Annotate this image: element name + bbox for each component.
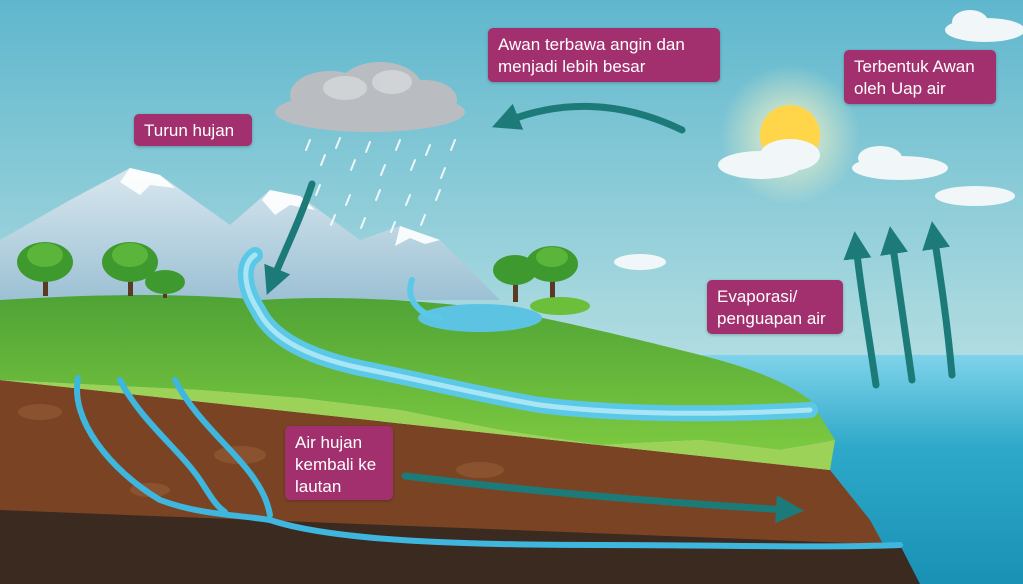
rain-arrow xyxy=(264,180,316,295)
arrow-icon xyxy=(264,102,956,524)
evaporation-arrow-1 xyxy=(843,231,880,389)
evaporation-arrow-3 xyxy=(922,221,956,379)
groundwater-channels xyxy=(73,375,903,550)
river-highlight xyxy=(243,252,813,416)
sun-icon xyxy=(720,65,860,205)
tree-icon xyxy=(17,242,590,315)
evaporation-label: Evaporasi/ penguapan air xyxy=(707,280,843,334)
evaporation-arrow-2 xyxy=(880,226,916,384)
cloud-formation-label: Terbentuk Awan oleh Uap air xyxy=(844,50,996,104)
rain-cloud-icon xyxy=(275,62,465,233)
river-tributary xyxy=(407,277,443,321)
wind-label: Awan terbawa angin dan menjadi lebih bes… xyxy=(488,28,720,82)
rain-drops xyxy=(305,137,456,233)
return-arrow xyxy=(401,472,804,524)
land-edge xyxy=(0,380,835,470)
return-to-sea-label: Air hujan kembali ke lautan xyxy=(285,426,393,500)
wind-arrow xyxy=(491,102,686,134)
cloud-icon xyxy=(614,10,1023,270)
deep-soil-layer xyxy=(0,510,920,584)
rain-label: Turun hujan xyxy=(134,114,252,146)
lake xyxy=(418,304,542,332)
